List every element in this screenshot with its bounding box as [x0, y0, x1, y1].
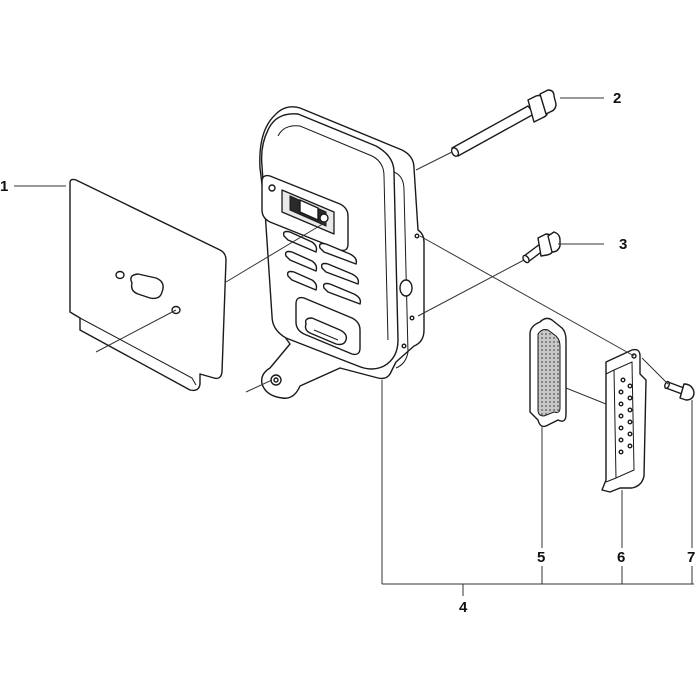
small-screw: [664, 380, 695, 401]
muffler-body: [259, 106, 425, 399]
callout-7: 7: [687, 549, 695, 566]
callout-6: 6: [617, 549, 625, 566]
leader-lines: [14, 97, 694, 596]
callout-1: 1: [0, 178, 8, 195]
callout-3: 3: [619, 236, 627, 253]
heat-shield-plate: [69, 178, 227, 392]
callout-5: 5: [537, 549, 545, 566]
spark-arrestor-screen: [529, 317, 567, 428]
callout-2: 2: [613, 90, 621, 107]
long-bolt: [450, 89, 557, 157]
short-bolt: [522, 231, 561, 264]
callout-4: 4: [459, 599, 468, 616]
outlet-cover-plate: [601, 348, 647, 493]
